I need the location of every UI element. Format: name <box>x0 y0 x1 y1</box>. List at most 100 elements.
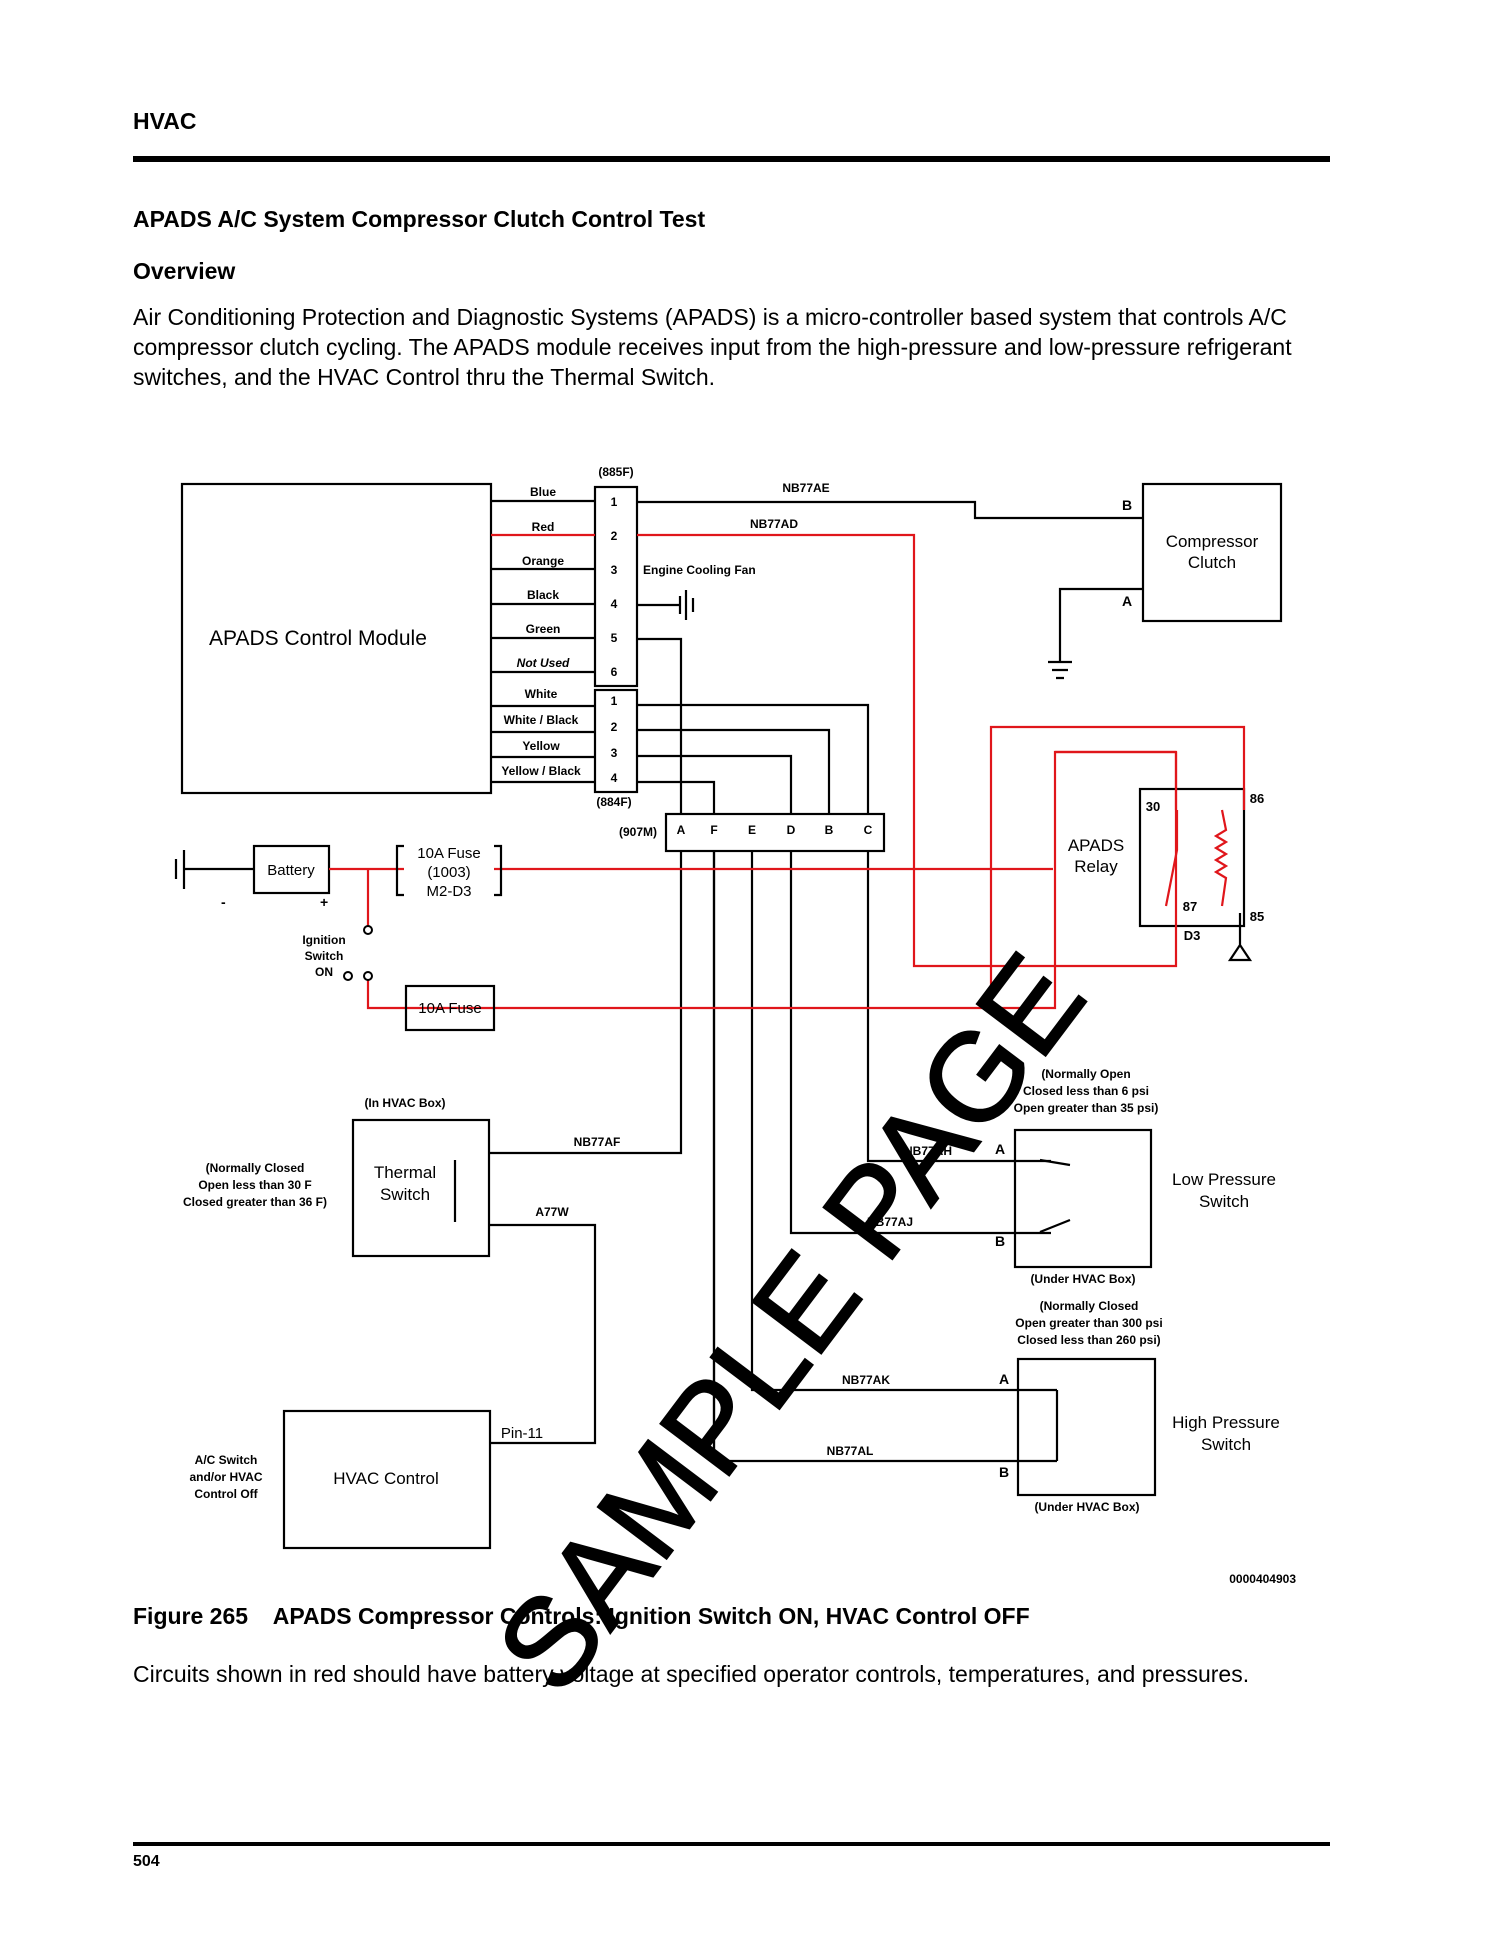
wires-884f <box>637 703 870 814</box>
relay-pin85: 85 <box>1250 909 1264 924</box>
pin-907m-e: E <box>748 823 756 837</box>
low-pressure-contact <box>1039 1158 1071 1234</box>
low-pressure-line2: Switch <box>1199 1192 1249 1211</box>
main-fuse-labels: 10A Fuse (1003) M2-D3 <box>417 845 480 900</box>
circuit-nb77af: NB77AF <box>574 1135 621 1149</box>
pin-907m-b: B <box>825 823 834 837</box>
relay-coil <box>1213 809 1229 907</box>
main-fuse-line2: (1003) <box>427 864 470 881</box>
high-pressure-switch-box <box>1016 1357 1157 1497</box>
thermal-location: (In HVAC Box) <box>364 1096 445 1110</box>
pin-885f-5: 5 <box>611 631 618 645</box>
diode-label: D3 <box>1184 928 1201 943</box>
wire-nb77ae <box>637 500 1143 520</box>
wire-label-yellow-black: Yellow / Black <box>501 764 581 778</box>
wire-label-green: Green <box>526 622 561 636</box>
high-pressure-note1: (Normally Closed <box>1040 1299 1139 1313</box>
circuit-nb77ae: NB77AE <box>782 481 829 495</box>
pin-907m-f: F <box>710 823 717 837</box>
main-fuse-line1: 10A Fuse <box>417 845 480 862</box>
circuit-a77w: A77W <box>535 1205 569 1219</box>
apads-relay-box <box>1138 787 1246 928</box>
wire-ground <box>1058 587 1143 662</box>
wire-nb77ah <box>866 851 1051 1163</box>
wire-nb77af <box>489 851 683 1155</box>
connector-907m-name: (907M) <box>619 825 657 839</box>
connector-884f-name: (884F) <box>596 795 631 809</box>
low-pressure-note2: Closed less than 6 psi <box>1023 1084 1149 1098</box>
overview-heading: Overview <box>133 258 236 284</box>
thermal-note1: (Normally Closed <box>206 1161 305 1175</box>
high-pressure-labels: High Pressure Switch (Normally Closed Op… <box>999 1299 1280 1514</box>
section-header: HVAC <box>133 108 197 134</box>
switch-contacts <box>453 1160 1059 1461</box>
wire-nb77aj <box>789 851 1051 1235</box>
connector-885f-name: (885F) <box>598 465 633 479</box>
footer-rule <box>133 1842 1330 1846</box>
figure-title: APADS Compressor Controls: Ignition Swit… <box>272 1603 1030 1629</box>
high-pressure-line1: High Pressure <box>1172 1413 1280 1432</box>
connector-907m <box>664 812 886 853</box>
ignition-line2: Switch <box>305 949 344 963</box>
pin-907m-a: A <box>677 823 686 837</box>
relay-pin86: 86 <box>1250 791 1264 806</box>
thermal-note2: Open less than 30 F <box>198 1178 311 1192</box>
relay-line2: Relay <box>1074 857 1118 876</box>
circuit-nb77ad: NB77AD <box>750 517 798 531</box>
engine-fan-label: Engine Cooling Fan <box>643 563 756 577</box>
main-fuse-line3: M2-D3 <box>426 883 471 900</box>
relay-labels: APADS Relay 30 86 87 85 D3 <box>1068 791 1264 943</box>
figure-id: 0000404903 <box>1229 1572 1296 1586</box>
header-rule <box>133 156 1330 162</box>
figure-caption: Figure 265 APADS Compressor Controls: Ig… <box>133 1603 1030 1630</box>
low-pressure-note1: (Normally Open <box>1041 1067 1130 1081</box>
compressor-pin-b: B <box>1122 497 1132 513</box>
battery-label: Battery <box>267 862 315 879</box>
relay-feed <box>989 725 1246 1008</box>
hvac-note1: A/C Switch <box>195 1453 258 1467</box>
pin-884f-2: 2 <box>611 720 618 734</box>
connector-885f <box>593 485 639 688</box>
thermal-line2: Switch <box>380 1185 430 1204</box>
wire-label-white: White <box>525 687 558 701</box>
relay-contact <box>1164 810 1179 907</box>
ignition-feed <box>366 869 406 1010</box>
wire-label-black: Black <box>527 588 559 602</box>
wire-label-not-used: Not Used <box>517 656 570 670</box>
ignition-switch-contacts <box>343 925 373 981</box>
figure-number: Figure 265 <box>133 1603 249 1629</box>
main-fuse-brackets <box>395 844 503 897</box>
hvac-note2: and/or HVAC <box>189 1470 262 1484</box>
thermal-line1: Thermal <box>374 1163 436 1182</box>
relay-pin30: 30 <box>1146 799 1160 814</box>
diode-d3 <box>1227 913 1253 962</box>
circuit-nb77al: NB77AL <box>827 1444 874 1458</box>
high-pressure-pin-a: A <box>999 1371 1009 1387</box>
low-pressure-line1: Low Pressure <box>1172 1170 1276 1189</box>
low-pressure-location: (Under HVAC Box) <box>1030 1272 1135 1286</box>
ignition-fuse-label: 10A Fuse <box>418 1000 481 1017</box>
compressor-pin-a: A <box>1122 593 1132 609</box>
pin-884f-4: 4 <box>611 771 618 785</box>
circuit-nb77ah: NB77AH <box>904 1144 952 1158</box>
hvac-control-box <box>282 1409 492 1550</box>
low-pressure-switch-box <box>1013 1128 1153 1269</box>
low-pressure-labels: Low Pressure Switch (Normally Open Close… <box>995 1067 1276 1286</box>
ignition-line1: Ignition <box>302 933 345 947</box>
circuit-labels: NB77AE NB77AD NB77AF A77W NB77AH NB77AJ … <box>535 481 952 1458</box>
pin-885f-3: 3 <box>611 563 618 577</box>
high-pressure-note2: Open greater than 300 psi <box>1015 1316 1162 1330</box>
wire-label-red: Red <box>532 520 555 534</box>
wire-a77w <box>489 1223 597 1445</box>
pin-907m-d: D <box>787 823 796 837</box>
wire-label-orange: Orange <box>522 554 564 568</box>
pin-884f-3: 3 <box>611 746 618 760</box>
module-wire-stubs <box>491 499 595 784</box>
low-pressure-pin-a: A <box>995 1141 1005 1157</box>
hvac-control-label: HVAC Control <box>333 1469 439 1488</box>
connector-pin-labels: (885F) 1 2 3 4 5 6 1 2 3 4 (884F) (907M)… <box>596 465 872 839</box>
high-pressure-pin-b: B <box>999 1464 1009 1480</box>
document-title: APADS A/C System Compressor Clutch Contr… <box>133 206 706 232</box>
pin-885f-2: 2 <box>611 529 618 543</box>
pin-884f-1: 1 <box>611 694 618 708</box>
